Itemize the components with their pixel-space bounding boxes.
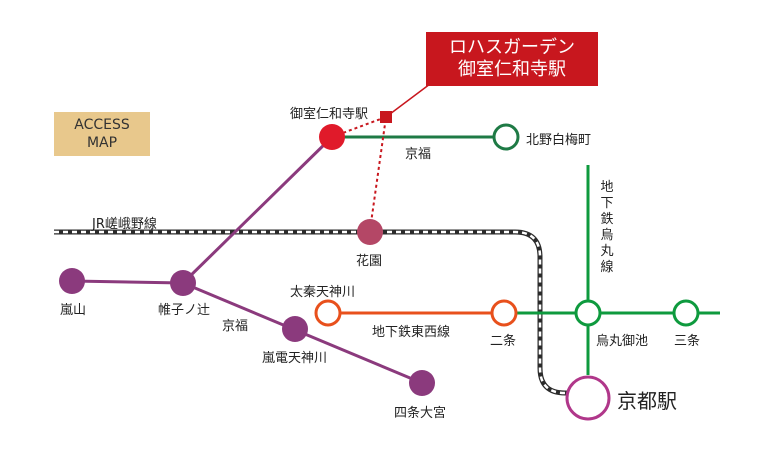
walking-route: [331, 115, 388, 231]
access-map-badge: ACCESS MAP: [54, 112, 150, 156]
keifuku-arashiyama-katabira: [71, 279, 184, 285]
keifuku-south-label: 京福: [222, 319, 249, 334]
keifuku-north-label: 京福: [405, 147, 432, 162]
station-kitano-label: 北野白梅町: [526, 133, 592, 148]
badge-line2: MAP: [86, 135, 118, 151]
destination-callout: ロハスガーデン 御室仁和寺駅: [426, 32, 598, 86]
station-katabira-label: 帷子ノ辻: [158, 303, 211, 318]
keifuku-omuro-katabira: [181, 135, 334, 285]
station-arashiyama-marker: [59, 268, 85, 294]
destination-marker: [380, 111, 392, 123]
station-kyoto-marker: [565, 375, 611, 421]
karasuma-line-label: 地下鉄烏丸線: [600, 180, 614, 275]
station-randen-tenjingawa-marker: [282, 316, 308, 342]
station-arashiyama-label: 嵐山: [60, 303, 87, 318]
callout-pointer: [385, 83, 431, 118]
station-nijo-marker: [490, 299, 518, 327]
station-sanjo-label: 三条: [674, 334, 701, 349]
destination-line1: ロハスガーデン: [449, 37, 575, 58]
station-kitano-marker: [492, 123, 520, 151]
badge-line1: ACCESS: [74, 117, 130, 133]
jr-line-label: JR嵯峨野線: [92, 217, 157, 232]
station-randen-tenjingawa-label: 嵐電天神川: [262, 351, 328, 366]
station-kyoto-label: 京都駅: [617, 389, 677, 413]
destination-line2: 御室仁和寺駅: [458, 59, 566, 80]
tozai-line-label: 地下鉄東西線: [372, 325, 451, 340]
station-uzumasa-marker: [314, 299, 342, 327]
station-hanazono-marker: [357, 219, 383, 245]
station-karasuma-oike-label: 烏丸御池: [596, 334, 649, 349]
station-katabira-marker: [170, 270, 196, 296]
station-karasuma-oike-marker: [574, 299, 602, 327]
station-hanazono-label: 花園: [356, 254, 383, 269]
station-shijo-omiya-marker: [409, 370, 435, 396]
station-uzumasa-label: 太秦天神川: [290, 285, 356, 300]
station-nijo-label: 二条: [490, 334, 517, 349]
station-omuro-label: 御室仁和寺駅: [290, 107, 369, 122]
station-omuro-marker: [319, 124, 345, 150]
jr-sagano-line-ties: [54, 230, 570, 395]
station-shijo-omiya-label: 四条大宮: [394, 406, 447, 421]
station-sanjo-marker: [672, 299, 700, 327]
